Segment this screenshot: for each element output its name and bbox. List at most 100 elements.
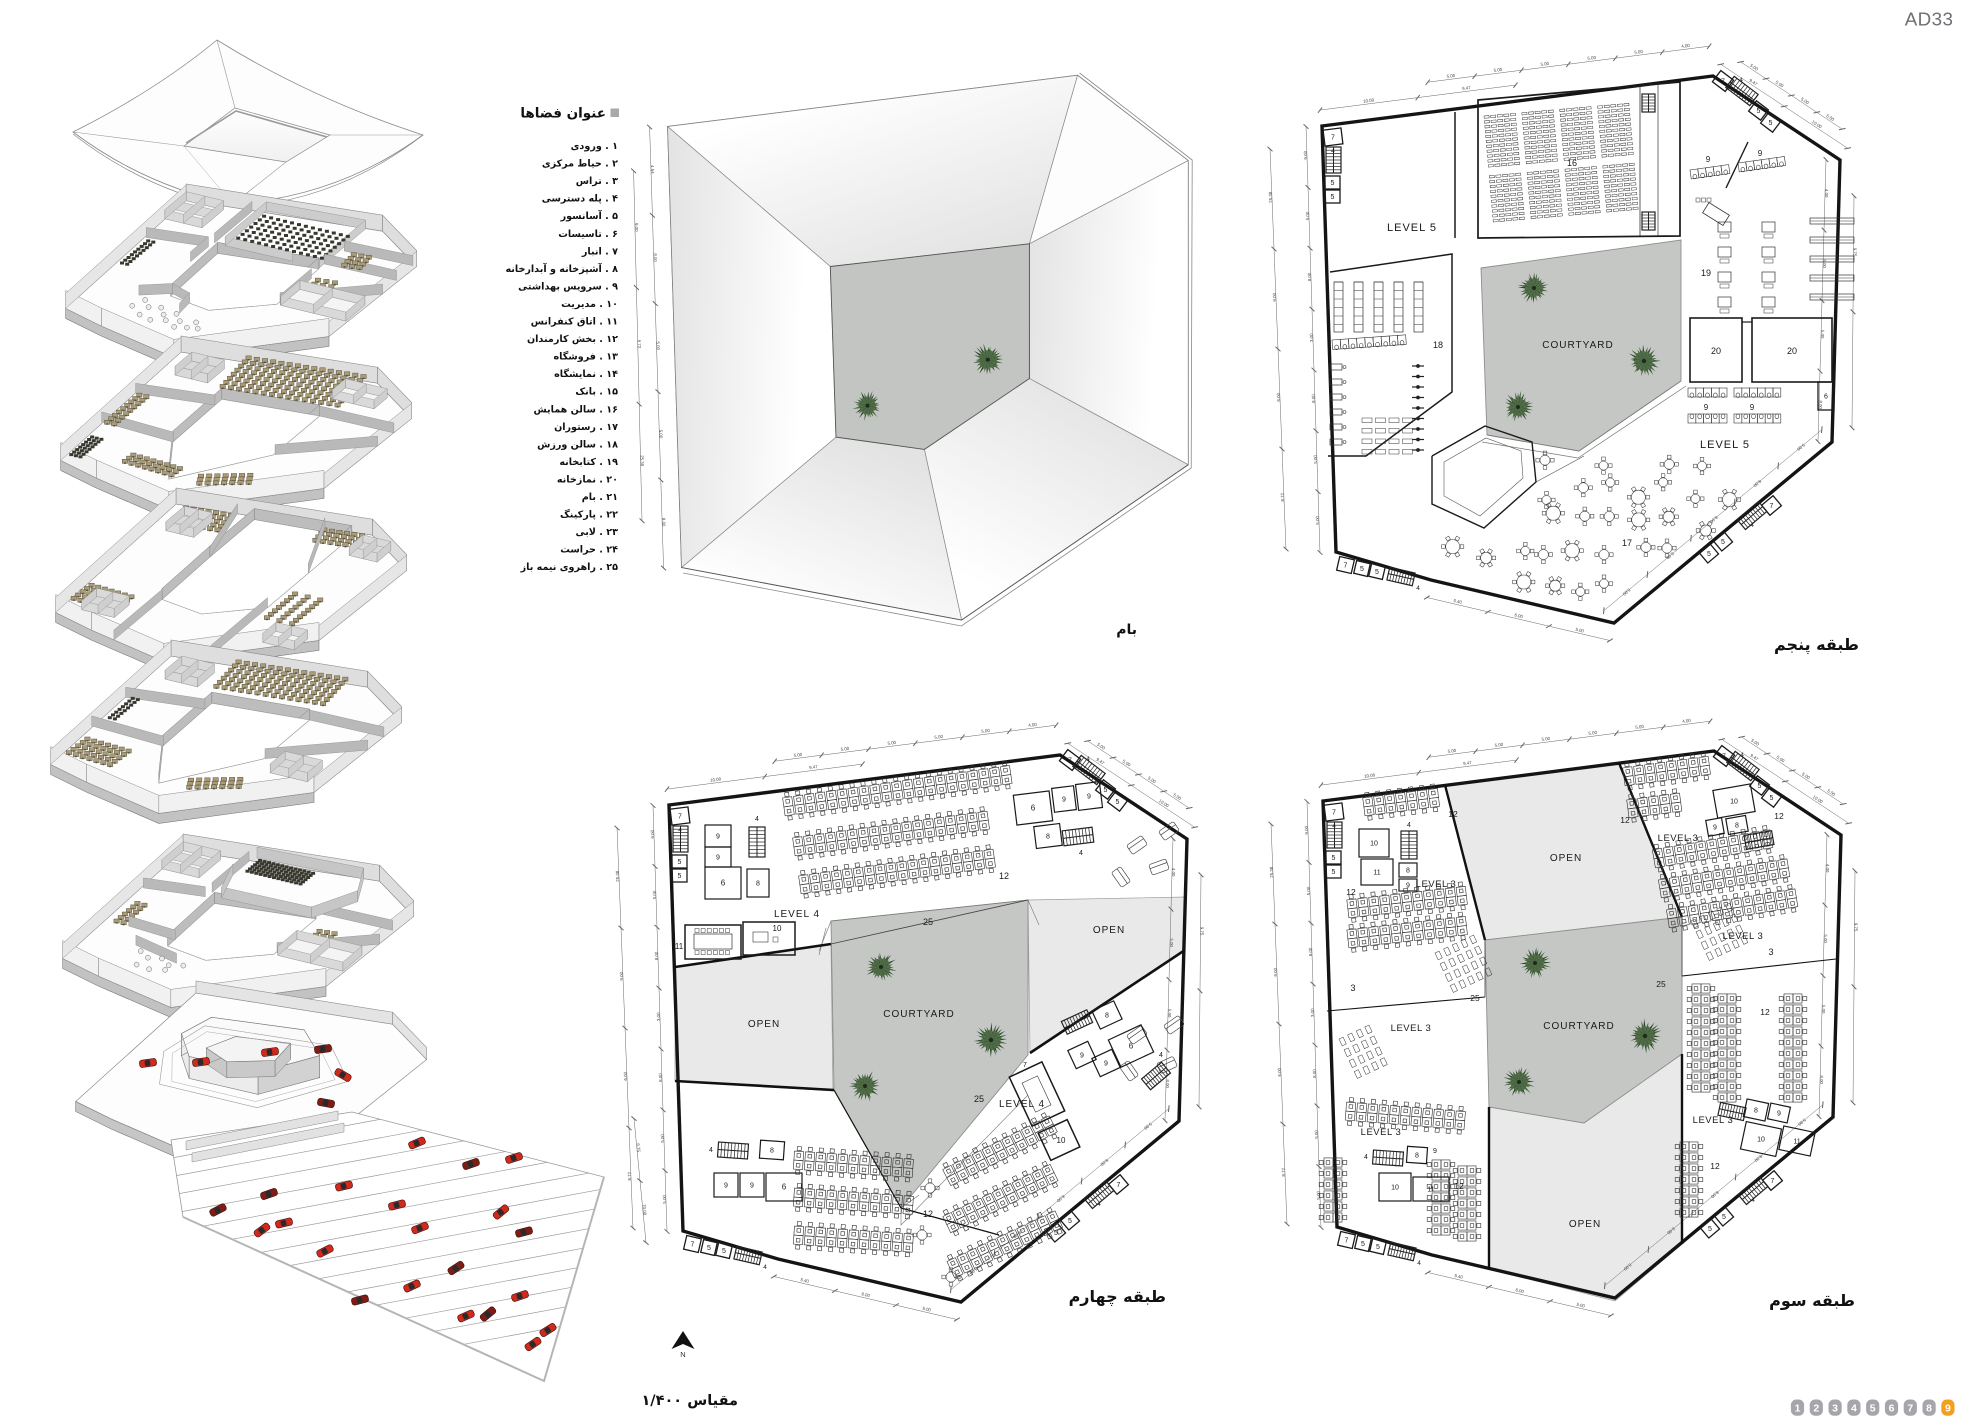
svg-text:19: 19	[1701, 268, 1711, 278]
svg-text:4: 4	[1740, 752, 1744, 759]
svg-text:5: 5	[1054, 1230, 1058, 1237]
svg-text:10.00: 10.00	[1363, 97, 1375, 103]
svg-text:8.72: 8.72	[627, 1171, 632, 1180]
svg-text:7: 7	[1345, 1238, 1349, 1245]
svg-text:LEVEL 4: LEVEL 4	[999, 1099, 1045, 1110]
svg-text:طبقه چهارم: طبقه چهارم	[1069, 1287, 1166, 1307]
svg-text:5.00: 5.00	[793, 752, 803, 758]
svg-text:10.00: 10.00	[710, 776, 722, 782]
svg-text:12: 12	[1346, 887, 1356, 897]
svg-text:5.00: 5.00	[658, 430, 663, 439]
svg-text:5.00: 5.00	[1820, 330, 1825, 339]
svg-text:5: 5	[707, 1245, 711, 1252]
svg-text:9: 9	[1704, 403, 1709, 412]
svg-text:5.00: 5.00	[1796, 443, 1806, 453]
svg-text:5.00: 5.00	[662, 1194, 667, 1203]
svg-text:6: 6	[1031, 804, 1036, 813]
svg-text:9: 9	[1062, 797, 1066, 804]
svg-text:8.00: 8.00	[1055, 1194, 1065, 1204]
svg-text:5.00: 5.00	[1306, 886, 1311, 895]
svg-text:5.00: 5.00	[1313, 455, 1318, 464]
svg-text:8.00: 8.00	[1307, 272, 1312, 281]
svg-text:9: 9	[1750, 403, 1755, 412]
svg-text:LEVEL 3: LEVEL 3	[1693, 1115, 1734, 1126]
svg-text:OPEN: OPEN	[748, 1019, 780, 1030]
svg-text:8.00: 8.00	[1752, 479, 1762, 489]
svg-text:6.75: 6.75	[636, 1143, 642, 1153]
svg-text:4: 4	[1079, 850, 1083, 857]
svg-text:5: 5	[1332, 855, 1336, 862]
svg-text:6.00: 6.00	[1514, 612, 1524, 619]
svg-text:4: 4	[1739, 77, 1743, 84]
svg-text:5.00: 5.00	[840, 746, 850, 752]
svg-text:25: 25	[923, 917, 933, 927]
svg-text:9: 9	[1777, 1111, 1781, 1118]
svg-text:20: 20	[1787, 346, 1797, 356]
svg-text:6.00: 6.00	[1665, 551, 1675, 561]
svg-text:7: 7	[1332, 810, 1336, 817]
svg-text:8.00: 8.00	[658, 1073, 663, 1082]
svg-text:9.47: 9.47	[1462, 85, 1472, 91]
svg-text:12: 12	[999, 871, 1009, 881]
svg-text:9.75: 9.75	[1199, 927, 1204, 936]
svg-text:8.00: 8.00	[654, 951, 659, 960]
svg-text:7: 7	[1331, 135, 1335, 142]
svg-text:5.00: 5.00	[1314, 1130, 1319, 1139]
svg-text:5.00: 5.00	[1621, 587, 1631, 597]
svg-text:9.00: 9.00	[634, 223, 639, 232]
svg-text:5: 5	[1331, 194, 1335, 201]
svg-text:5.40: 5.40	[800, 1277, 810, 1284]
svg-text:5.00: 5.00	[1316, 1190, 1321, 1199]
svg-text:5.00: 5.00	[1172, 792, 1182, 801]
svg-text:4.00: 4.00	[1824, 189, 1829, 198]
svg-text:10: 10	[773, 924, 782, 933]
svg-text:4: 4	[709, 1147, 713, 1154]
svg-text:5.00: 5.00	[652, 890, 657, 899]
svg-text:8: 8	[770, 1148, 774, 1155]
svg-text:3: 3	[1350, 983, 1355, 993]
svg-text:8.72: 8.72	[1281, 1167, 1286, 1176]
svg-text:10: 10	[1730, 799, 1738, 806]
svg-text:9: 9	[1758, 149, 1763, 158]
svg-text:9: 9	[1080, 1053, 1084, 1060]
svg-text:5: 5	[1376, 1244, 1380, 1251]
svg-text:5: 5	[1116, 799, 1120, 806]
svg-text:25.38: 25.38	[1268, 191, 1273, 203]
svg-text:6.00: 6.00	[1276, 392, 1281, 401]
svg-text:7: 7	[1068, 758, 1072, 765]
svg-text:4: 4	[1332, 823, 1336, 830]
svg-text:9: 9	[1087, 794, 1091, 801]
svg-text:25.38: 25.38	[615, 870, 620, 882]
svg-text:5.00: 5.00	[887, 740, 897, 746]
svg-text:4: 4	[1751, 1197, 1755, 1204]
svg-text:6: 6	[1129, 1042, 1134, 1051]
svg-text:10.00: 10.00	[1158, 798, 1170, 809]
svg-text:4: 4	[1416, 585, 1420, 592]
svg-text:7: 7	[678, 814, 682, 821]
svg-text:4: 4	[1750, 522, 1754, 529]
svg-text:7: 7	[1771, 1178, 1775, 1185]
svg-text:5: 5	[1722, 1214, 1726, 1221]
svg-text:10.00: 10.00	[1811, 119, 1823, 130]
svg-text:5.00: 5.00	[1305, 211, 1310, 220]
svg-text:18: 18	[1433, 340, 1443, 350]
svg-text:8: 8	[1406, 868, 1410, 875]
svg-text:5: 5	[678, 873, 682, 880]
svg-text:5.00: 5.00	[1775, 80, 1785, 89]
svg-text:6: 6	[782, 1183, 787, 1192]
svg-text:OPEN: OPEN	[1093, 925, 1125, 936]
svg-text:9: 9	[1104, 1061, 1108, 1068]
svg-text:8: 8	[1735, 823, 1739, 830]
svg-text:5: 5	[1758, 783, 1762, 790]
svg-text:9: 9	[750, 1183, 754, 1190]
svg-text:5.00: 5.00	[922, 1306, 932, 1313]
svg-text:4: 4	[1407, 822, 1411, 829]
svg-text:7: 7	[1344, 563, 1348, 570]
svg-text:9.47: 9.47	[1095, 757, 1105, 766]
svg-text:5.00: 5.00	[660, 1134, 665, 1143]
svg-text:5: 5	[1332, 869, 1336, 876]
svg-text:4.54: 4.54	[650, 165, 655, 174]
svg-text:12: 12	[923, 1209, 933, 1219]
svg-text:5: 5	[1708, 1226, 1712, 1233]
svg-text:3.00: 3.00	[656, 1012, 661, 1021]
